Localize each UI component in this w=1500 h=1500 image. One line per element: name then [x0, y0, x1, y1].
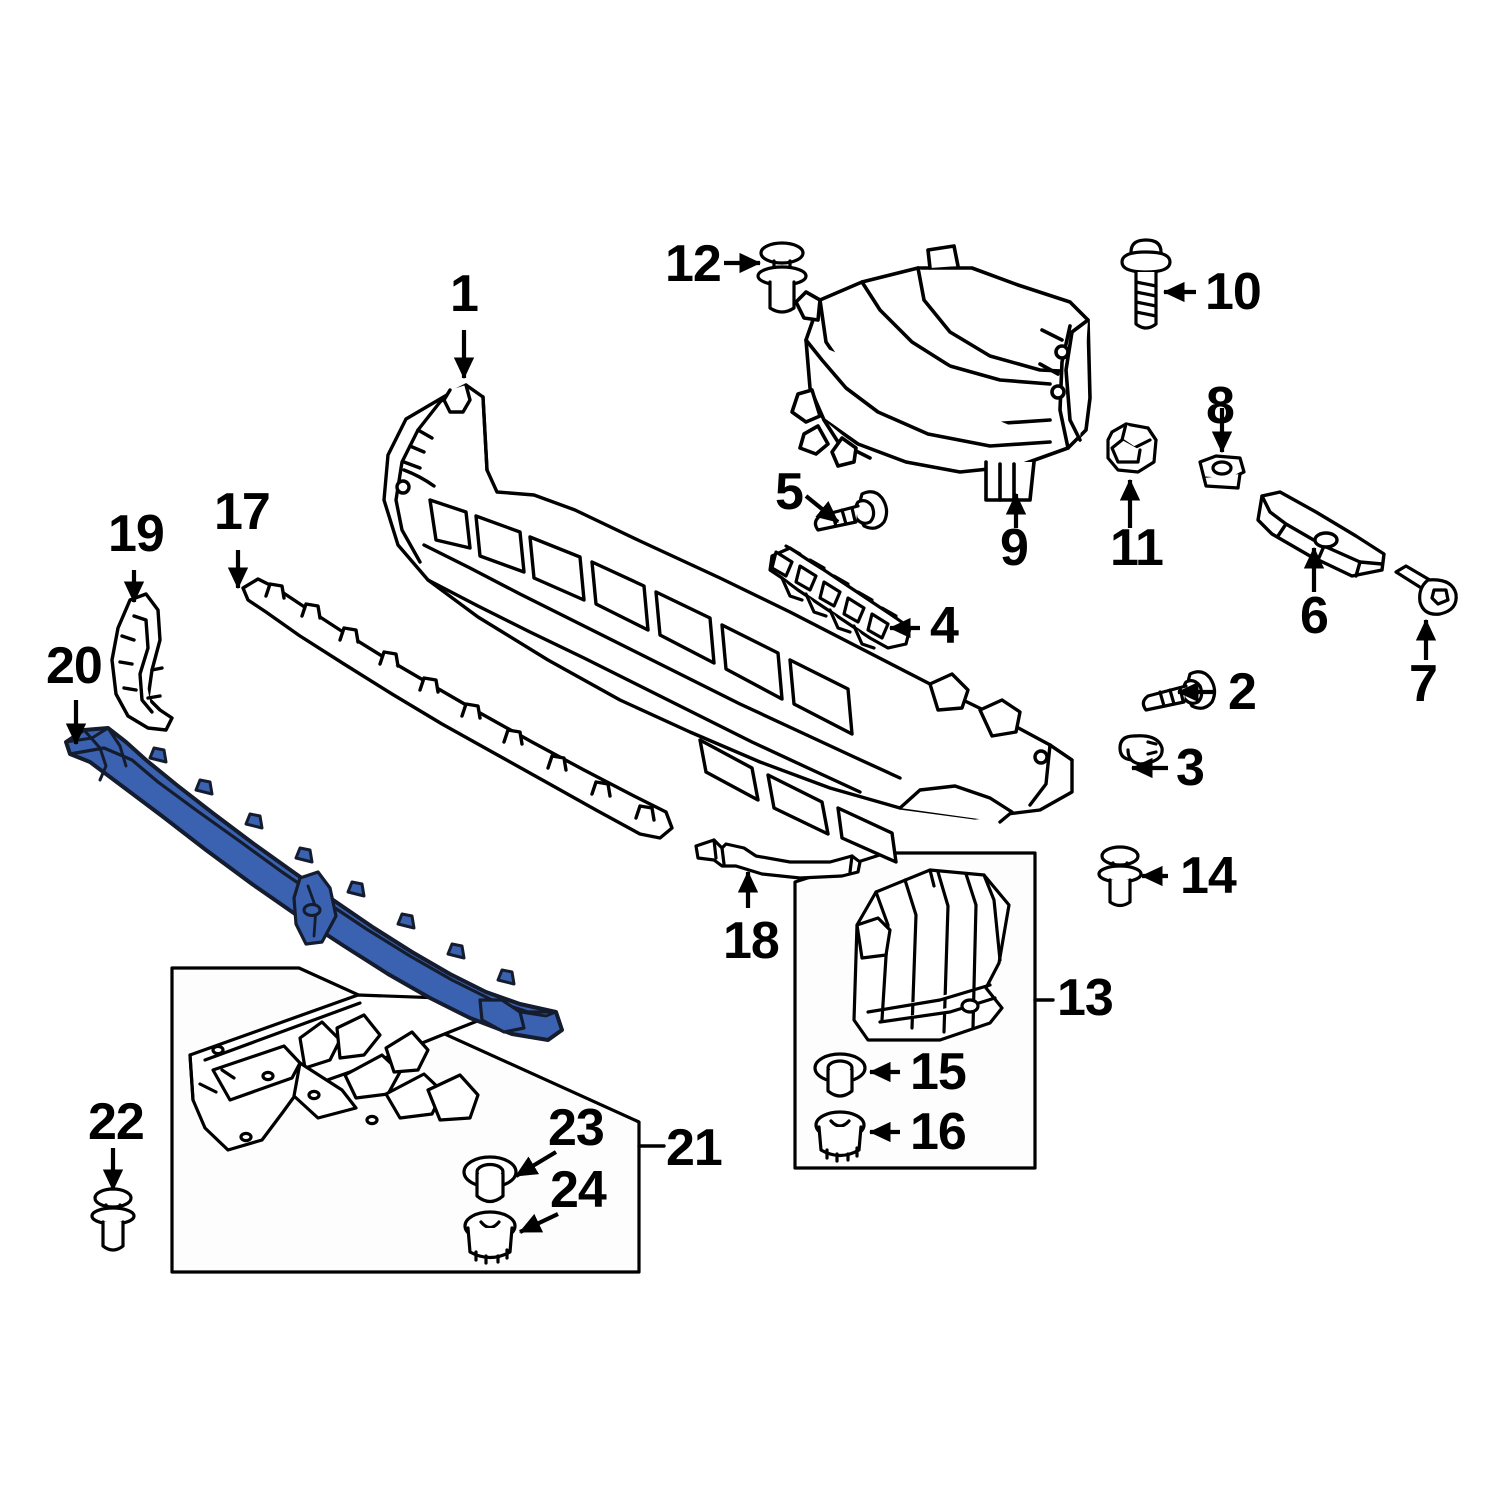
- callout-label-7[interactable]: 7: [1409, 655, 1438, 713]
- side-bracket: [1256, 490, 1386, 578]
- callout-label-6[interactable]: 6: [1300, 587, 1329, 645]
- push-in-clip-16: [814, 1110, 866, 1163]
- callout-label-21[interactable]: 21: [666, 1119, 723, 1177]
- callout-label-22[interactable]: 22: [88, 1093, 145, 1151]
- callout-label-18[interactable]: 18: [723, 912, 780, 970]
- arrow-23: [514, 1150, 558, 1178]
- push-in-clip-24: [463, 1210, 517, 1265]
- callout-label-14[interactable]: 14: [1180, 847, 1237, 905]
- callout-label-12[interactable]: 12: [665, 235, 722, 293]
- callout-label-13[interactable]: 13: [1057, 969, 1114, 1027]
- retainer-clip: [1106, 422, 1158, 474]
- push-nut: [1118, 734, 1164, 766]
- push-pin-rivet-22: [90, 1187, 136, 1252]
- rod-stay: [694, 838, 862, 880]
- hex-head-bolt: [1120, 238, 1172, 330]
- side-end-cap: [110, 592, 174, 732]
- long-screw: [1394, 564, 1458, 616]
- callout-label-16[interactable]: 16: [910, 1103, 967, 1161]
- callout-label-4[interactable]: 4: [930, 597, 959, 655]
- callout-label-17[interactable]: 17: [214, 483, 271, 541]
- grommet-washer-23: [462, 1155, 518, 1204]
- callout-label-23[interactable]: 23: [548, 1099, 605, 1157]
- callout-label-20[interactable]: 20: [46, 637, 103, 695]
- callout-label-8[interactable]: 8: [1206, 377, 1235, 435]
- callout-label-19[interactable]: 19: [108, 505, 165, 563]
- callout-label-1[interactable]: 1: [450, 265, 479, 323]
- arrow-24: [519, 1212, 559, 1234]
- under-engine-cover: [188, 993, 499, 1152]
- fog-lamp-bezel: [790, 244, 1092, 502]
- callout-label-2[interactable]: 2: [1228, 663, 1257, 721]
- callout-label-15[interactable]: 15: [910, 1043, 967, 1101]
- callout-label-24[interactable]: 24: [550, 1161, 607, 1219]
- hex-flange-bolt: [813, 490, 889, 532]
- push-pin-rivet-12: [756, 241, 808, 314]
- lower-grille-valance-highlighted: [64, 726, 564, 1042]
- callout-label-10[interactable]: 10: [1205, 263, 1262, 321]
- callout-label-11[interactable]: 11: [1110, 519, 1164, 577]
- upper-grille-molding: [241, 577, 674, 840]
- callout-label-3[interactable]: 3: [1176, 739, 1205, 797]
- clip-strip: [768, 544, 912, 650]
- callout-label-5[interactable]: 5: [775, 463, 804, 521]
- callout-arrows: [65, 252, 1437, 1234]
- square-nut-clip: [1198, 454, 1246, 490]
- arrow-5: [804, 494, 840, 524]
- front-bumper-cover: [382, 383, 1074, 864]
- push-pin-rivet-14: [1097, 845, 1143, 908]
- grommet-washer-15: [813, 1052, 867, 1098]
- splash-shield: [852, 868, 1011, 1042]
- callout-label-9[interactable]: 9: [1000, 519, 1029, 577]
